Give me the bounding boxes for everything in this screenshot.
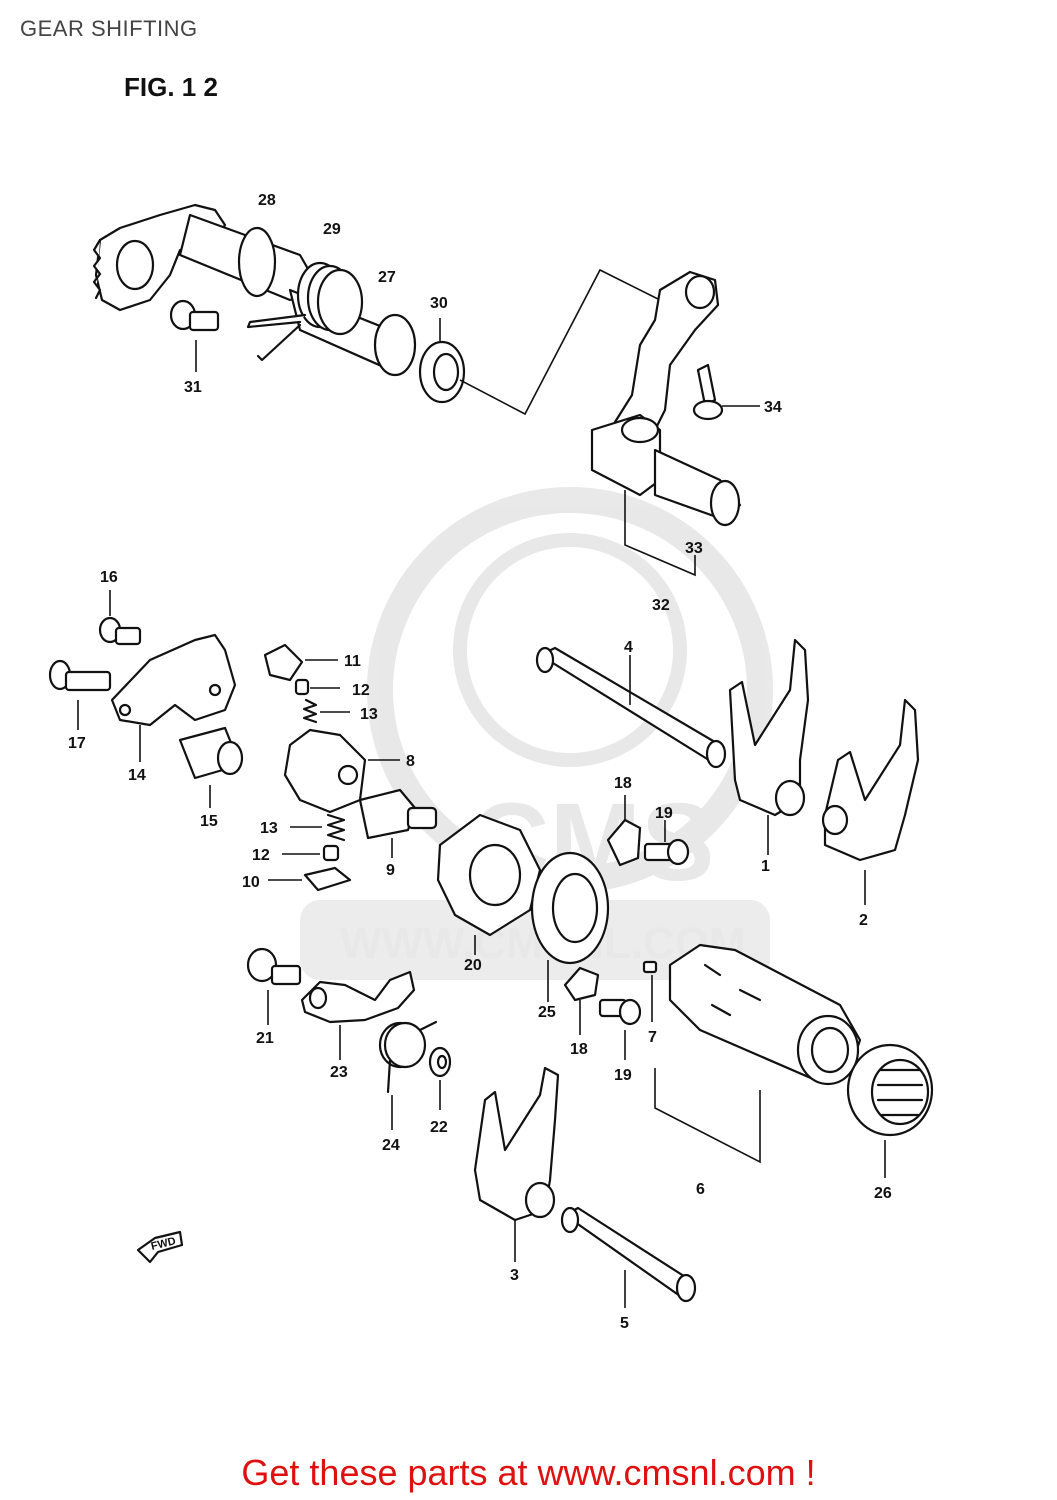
part-23-stopper-lever xyxy=(300,970,416,1060)
part-25-oil-seal xyxy=(530,851,610,1002)
part-4-fork-shaft xyxy=(535,646,727,769)
callout-3: 3 xyxy=(510,1267,519,1284)
part-13-spring-upper xyxy=(302,698,350,724)
part-10-pawl xyxy=(268,866,352,892)
part-22-washer xyxy=(428,1046,452,1110)
part-15-collar xyxy=(178,726,244,808)
callout-14: 14 xyxy=(128,767,146,784)
part-16-bolt xyxy=(98,590,142,646)
part-30-oil-seal xyxy=(418,318,466,404)
callout-12b: 12 xyxy=(252,847,270,864)
callout-28: 28 xyxy=(258,192,276,209)
part-18-plate-upper xyxy=(606,795,642,867)
fwd-arrow-icon: FWD xyxy=(136,1230,184,1264)
part-13-spring-lower xyxy=(290,813,346,842)
callout-22: 22 xyxy=(430,1119,448,1136)
part-20-gear-shift-cam-plate xyxy=(436,813,542,955)
callout-25: 25 xyxy=(538,1004,556,1021)
part-33-spring xyxy=(624,448,742,577)
callout-21: 21 xyxy=(256,1030,274,1047)
part-3-shift-fork xyxy=(473,1066,560,1262)
part-12-pawl-pin-upper xyxy=(294,678,340,696)
callout-23: 23 xyxy=(330,1064,348,1081)
part-32-shift-arm xyxy=(590,270,720,497)
part-26-bearing xyxy=(846,1043,934,1178)
part-6-gear-shift-cam xyxy=(654,943,862,1164)
callout-6: 6 xyxy=(696,1181,705,1198)
promo-link[interactable]: Get these parts at www.cmsnl.com ! xyxy=(241,1452,816,1493)
part-1-shift-fork xyxy=(728,638,810,855)
fwd-label: FWD xyxy=(150,1235,177,1253)
callout-labels: 28 29 27 30 31 34 33 32 16 17 14 15 11 1… xyxy=(68,192,892,1332)
callout-15: 15 xyxy=(200,813,218,830)
callout-7: 7 xyxy=(648,1029,657,1046)
callout-9: 9 xyxy=(386,862,395,879)
callout-29: 29 xyxy=(323,221,341,238)
callout-26: 26 xyxy=(874,1185,892,1202)
callout-13a: 13 xyxy=(360,706,378,723)
part-14-stopper-plate xyxy=(110,633,237,762)
callout-27: 27 xyxy=(378,269,396,286)
part-9-shaft xyxy=(358,788,438,858)
part-18-plate-lower xyxy=(563,966,600,1035)
callout-17: 17 xyxy=(68,735,86,752)
callout-24: 24 xyxy=(382,1137,400,1154)
part-29-return-spring xyxy=(246,261,364,362)
part-24-spring xyxy=(378,1020,438,1130)
page-title: GEAR SHIFTING xyxy=(20,16,198,41)
callout-11: 11 xyxy=(344,653,361,670)
callout-32: 32 xyxy=(652,597,670,614)
callout-30: 30 xyxy=(430,295,448,312)
callout-19a: 19 xyxy=(655,805,673,822)
part-19-screw-lower xyxy=(598,998,642,1060)
callout-2: 2 xyxy=(859,912,868,929)
callout-31: 31 xyxy=(184,379,202,396)
part-11-cam-guide xyxy=(263,643,338,682)
callout-34: 34 xyxy=(764,399,782,416)
figure-label: FIG. 1 2 xyxy=(124,72,218,102)
callout-16: 16 xyxy=(100,569,118,586)
part-5-fork-shaft xyxy=(560,1206,697,1308)
callout-13b: 13 xyxy=(260,820,278,837)
part-28-gearshift-shaft xyxy=(92,203,417,377)
callout-5: 5 xyxy=(620,1315,629,1332)
callout-8: 8 xyxy=(406,753,415,770)
exploded-parts-diagram: CMS WWW.CMSNL.COM xyxy=(48,192,934,1332)
callout-1: 1 xyxy=(761,858,770,875)
part-21-bolt xyxy=(246,947,302,1025)
callout-18b: 18 xyxy=(570,1041,588,1058)
callout-4: 4 xyxy=(624,639,633,656)
part-17-bolt xyxy=(48,659,112,730)
part-2-shift-fork xyxy=(821,698,920,905)
callout-20: 20 xyxy=(464,957,482,974)
part-12-pawl-pin-lower xyxy=(282,844,340,862)
callout-33: 33 xyxy=(685,540,703,557)
part-31-bolt xyxy=(169,299,220,372)
part-7-pin xyxy=(642,960,658,1022)
callout-12a: 12 xyxy=(352,682,370,699)
callout-19b: 19 xyxy=(614,1067,632,1084)
callout-18a: 18 xyxy=(614,775,632,792)
callout-10: 10 xyxy=(242,874,260,891)
part-19-screw-upper xyxy=(643,820,690,866)
part-34-bolt xyxy=(692,363,760,421)
